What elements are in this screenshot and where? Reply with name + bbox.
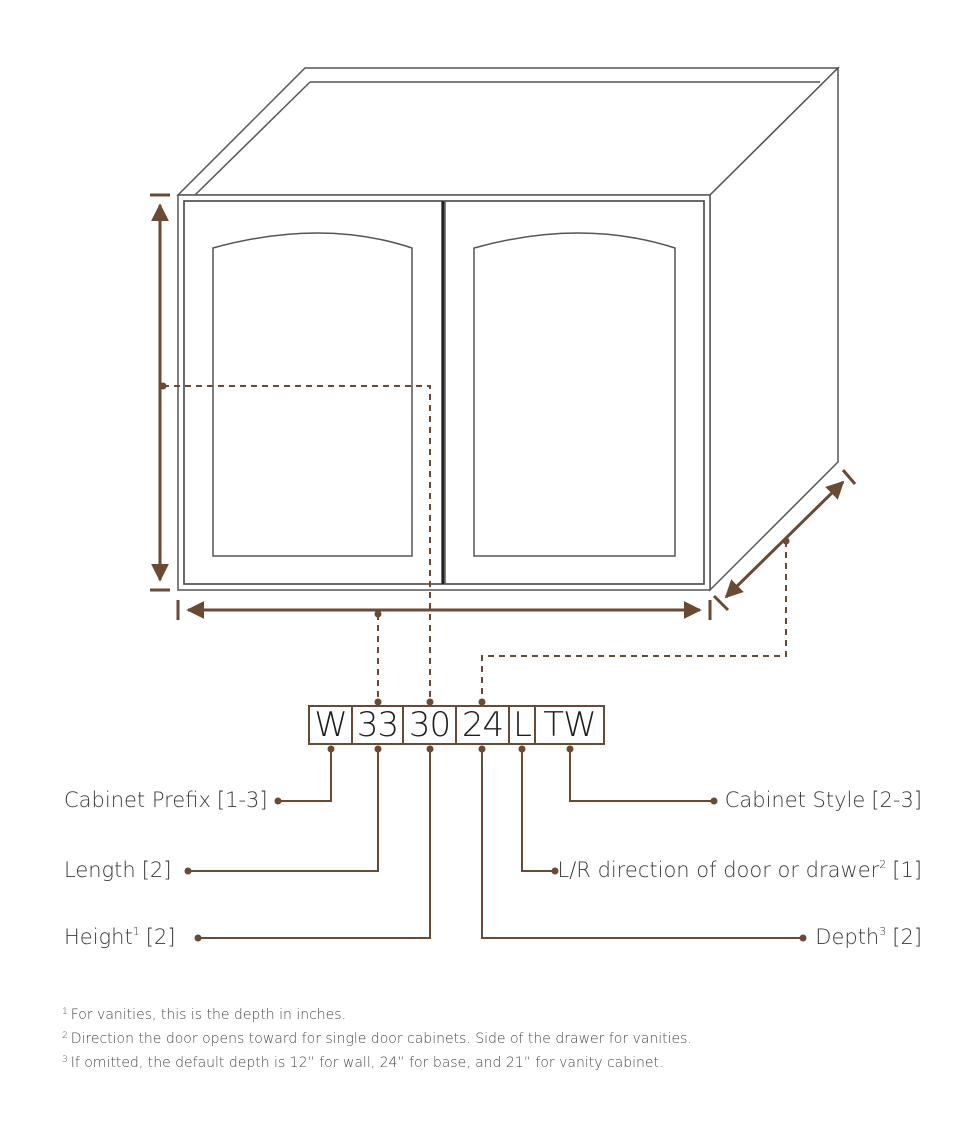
style-connector — [569, 749, 714, 802]
footnote-1-text: For vanities, this is the depth in inche… — [70, 1007, 347, 1023]
code-length-box: 33 — [353, 705, 404, 745]
label-length: Length[2] — [64, 858, 171, 882]
label-cabinet-prefix: Cabinet Prefix[1-3] — [64, 788, 268, 812]
depth-connector — [481, 749, 803, 939]
direction-connector — [521, 749, 555, 872]
prefix-connector — [278, 749, 332, 802]
code-depth-box: 24 — [457, 705, 510, 745]
right-door — [444, 200, 705, 585]
depth-leader — [481, 541, 787, 700]
label-length-text: Length — [64, 858, 136, 882]
label-direction: L/R direction of door or drawer2 [1] — [558, 858, 922, 882]
length-dimension-arrow — [176, 600, 712, 620]
label-depth-text: Depth — [815, 925, 880, 949]
cabinet-body — [176, 66, 840, 592]
footnote-3-mark: 3 — [62, 1055, 68, 1065]
label-depth-footnote-mark: 3 — [879, 925, 887, 938]
label-depth: Depth3 [2] — [815, 925, 922, 949]
height-leader — [163, 385, 431, 700]
footnote-2-mark: 2 — [62, 1031, 68, 1041]
label-height-text: Height — [64, 925, 133, 949]
height-connector — [198, 749, 431, 939]
label-height-footnote-mark: 1 — [132, 925, 140, 938]
length-connector — [188, 749, 379, 872]
code-height-box: 30 — [404, 705, 457, 745]
label-cabinet-style: Cabinet Style[2-3] — [725, 788, 922, 812]
depth-leader-dot — [782, 537, 790, 545]
label-direction-range: [1] — [892, 858, 922, 882]
label-height-range: [2] — [145, 925, 176, 949]
code-prefix-box: W — [308, 705, 353, 745]
length-leader-dot — [374, 610, 382, 618]
footnote-2-text: Direction the door opens toward for sing… — [70, 1031, 692, 1047]
label-height: Height1 [2] — [64, 925, 175, 949]
label-cabinet-style-text: Cabinet Style — [724, 788, 866, 812]
label-cabinet-prefix-text: Cabinet Prefix — [64, 788, 211, 812]
height-dimension-arrow — [150, 193, 170, 592]
label-length-range: [2] — [141, 858, 172, 882]
label-direction-text: L/R direction of door or drawer — [557, 858, 880, 882]
code-style-box: TW — [536, 705, 605, 745]
code-direction-box: L — [510, 705, 536, 745]
footnote-3-text: If omitted, the default depth is 12” for… — [70, 1055, 664, 1071]
footnote-1-mark: 1 — [62, 1007, 68, 1017]
height-leader-dot — [159, 382, 167, 390]
label-depth-range: [2] — [892, 925, 922, 949]
label-direction-footnote-mark: 2 — [879, 858, 887, 871]
label-cabinet-style-range: [2-3] — [871, 788, 922, 812]
label-cabinet-prefix-range: [1-3] — [216, 788, 268, 812]
